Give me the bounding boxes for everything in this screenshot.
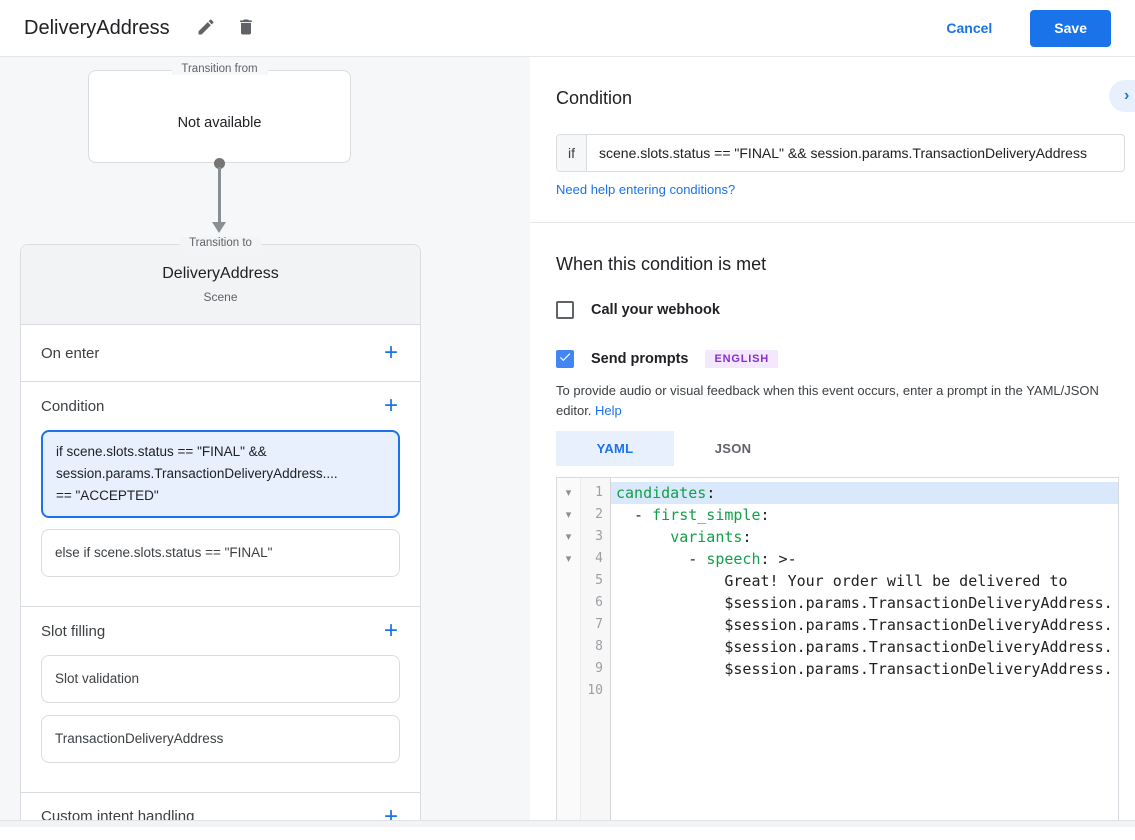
- language-badge: ENGLISH: [705, 350, 778, 368]
- line-number: 5: [595, 573, 603, 588]
- scene-type-label: Scene: [203, 290, 238, 304]
- fold-toggle-icon: [557, 658, 580, 680]
- code-line[interactable]: variants:: [670, 528, 752, 546]
- save-button[interactable]: Save: [1030, 9, 1111, 47]
- code-line[interactable]: - first_simple:: [616, 506, 770, 524]
- line-number: 10: [587, 683, 603, 698]
- line-number: 9: [595, 661, 603, 676]
- if-prefix-label: if: [557, 135, 587, 171]
- line-number: 4: [595, 551, 603, 566]
- condition-expression-value[interactable]: scene.slots.status == "FINAL" && session…: [599, 145, 1087, 161]
- when-met-heading: When this condition is met: [556, 254, 767, 274]
- fold-toggle-icon: [557, 680, 580, 702]
- section-on-enter: On enter +: [21, 325, 420, 382]
- add-condition-button[interactable]: +: [383, 392, 398, 419]
- code-line[interactable]: Great! Your order will be delivered to: [616, 572, 1068, 590]
- line-number: 1: [595, 485, 603, 500]
- webhook-checkbox-row[interactable]: Call your webhook: [556, 301, 720, 319]
- fold-toggle-icon: [557, 592, 580, 614]
- on-enter-label: On enter: [41, 344, 100, 362]
- bottom-strip: [0, 820, 1135, 827]
- condition-card-else[interactable]: else if scene.slots.status == "FINAL": [41, 529, 400, 577]
- line-number: 6: [595, 595, 603, 610]
- prompt-description-text: To provide audio or visual feedback when…: [556, 383, 1099, 418]
- scene-graph-panel: Transition from Not available Transition…: [0, 57, 530, 828]
- line-number: 7: [595, 617, 603, 632]
- code-line[interactable]: $session.params.TransactionDeliveryAddre…: [616, 660, 1113, 678]
- scene-card-header[interactable]: DeliveryAddress Scene: [21, 245, 420, 325]
- prompt-help-link[interactable]: Help: [595, 403, 622, 418]
- chevron-right-icon: ›: [1124, 87, 1130, 104]
- add-on-enter-button[interactable]: +: [383, 339, 398, 366]
- connector-line: [218, 167, 221, 223]
- send-prompts-checkbox-row[interactable]: Send prompts ENGLISH: [556, 350, 778, 368]
- prompt-description: To provide audio or visual feedback when…: [556, 381, 1116, 421]
- fold-toggle-icon: [557, 636, 580, 658]
- section-custom-intent: Custom intent handling +: [21, 793, 420, 840]
- line-number: 8: [595, 639, 603, 654]
- editor-format-tabs: YAML JSON: [556, 431, 792, 466]
- fold-toggle-icon: [557, 614, 580, 636]
- code-line[interactable]: $session.params.TransactionDeliveryAddre…: [616, 594, 1113, 612]
- pencil-icon: [196, 17, 216, 40]
- edit-title-button[interactable]: [190, 12, 222, 44]
- slot-card[interactable]: TransactionDeliveryAddress: [41, 715, 400, 763]
- yaml-code-editor[interactable]: ▾ ▾ ▾ ▾ 1 2 3 4 5 6 7 8 9 10 candidates: - first_sim…: [556, 477, 1119, 821]
- webhook-checkbox[interactable]: [556, 301, 574, 319]
- fold-toggle-icon[interactable]: ▾: [565, 553, 572, 565]
- add-slot-button[interactable]: +: [383, 617, 398, 644]
- fold-toggle-icon[interactable]: ▾: [565, 531, 572, 543]
- transition-from-legend: Transition from: [171, 63, 268, 75]
- fold-toggle-icon[interactable]: ▾: [565, 509, 572, 521]
- condition-expression-field[interactable]: if scene.slots.status == "FINAL" && sess…: [556, 134, 1125, 172]
- editor-fold-gutter: ▾ ▾ ▾ ▾: [557, 478, 581, 820]
- webhook-label: Call your webhook: [591, 302, 720, 318]
- trash-icon: [236, 17, 256, 40]
- scene-name: DeliveryAddress: [162, 265, 279, 282]
- editor-line-numbers: 1 2 3 4 5 6 7 8 9 10: [581, 478, 611, 820]
- slot-validation-card[interactable]: Slot validation: [41, 655, 400, 703]
- fold-toggle-icon[interactable]: ▾: [565, 487, 572, 499]
- fold-toggle-icon: [557, 570, 580, 592]
- collapse-panel-button[interactable]: ›: [1109, 80, 1135, 112]
- code-line[interactable]: $session.params.TransactionDeliveryAddre…: [616, 616, 1113, 634]
- tab-yaml[interactable]: YAML: [556, 431, 674, 466]
- editor-code[interactable]: candidates: - first_simple: variants: - …: [611, 478, 1118, 820]
- condition-editor-panel: Condition › if scene.slots.status == "FI…: [530, 57, 1135, 827]
- transition-to-legend: Transition to: [179, 237, 262, 249]
- section-slot-filling: Slot filling + Slot validation Transacti…: [21, 607, 420, 793]
- section-condition: Condition + if scene.slots.status == "FI…: [21, 382, 420, 607]
- connector-dot: [214, 158, 225, 169]
- code-line[interactable]: - speech: >-: [616, 550, 797, 568]
- delete-scene-button[interactable]: [230, 12, 262, 44]
- send-prompts-checkbox[interactable]: [556, 350, 574, 368]
- code-line[interactable]: $session.params.TransactionDeliveryAddre…: [616, 638, 1113, 656]
- condition-section-label: Condition: [41, 397, 105, 415]
- connector-arrowhead-icon: [212, 222, 226, 233]
- transition-from-value: Not available: [177, 115, 262, 131]
- send-prompts-label: Send prompts: [591, 351, 689, 367]
- tab-json[interactable]: JSON: [674, 431, 792, 466]
- page-title: DeliveryAddress: [24, 16, 170, 39]
- checkmark-icon: [558, 350, 572, 369]
- code-line[interactable]: [611, 680, 1118, 702]
- line-number: 2: [595, 507, 603, 522]
- slot-filling-label: Slot filling: [41, 622, 106, 640]
- transition-to-card: Transition to DeliveryAddress Scene On e…: [20, 237, 421, 828]
- transition-from-box[interactable]: Transition from Not available: [88, 63, 351, 163]
- conditions-help-link[interactable]: Need help entering conditions?: [556, 182, 736, 197]
- top-bar: DeliveryAddress Cancel Save: [0, 0, 1135, 57]
- panel-divider: [530, 222, 1135, 223]
- line-number: 3: [595, 529, 603, 544]
- cancel-button[interactable]: Cancel: [930, 12, 1008, 44]
- code-line[interactable]: candidates:: [611, 482, 1118, 504]
- condition-heading: Condition: [556, 88, 633, 108]
- condition-card-selected[interactable]: if scene.slots.status == "FINAL" && sess…: [41, 430, 400, 518]
